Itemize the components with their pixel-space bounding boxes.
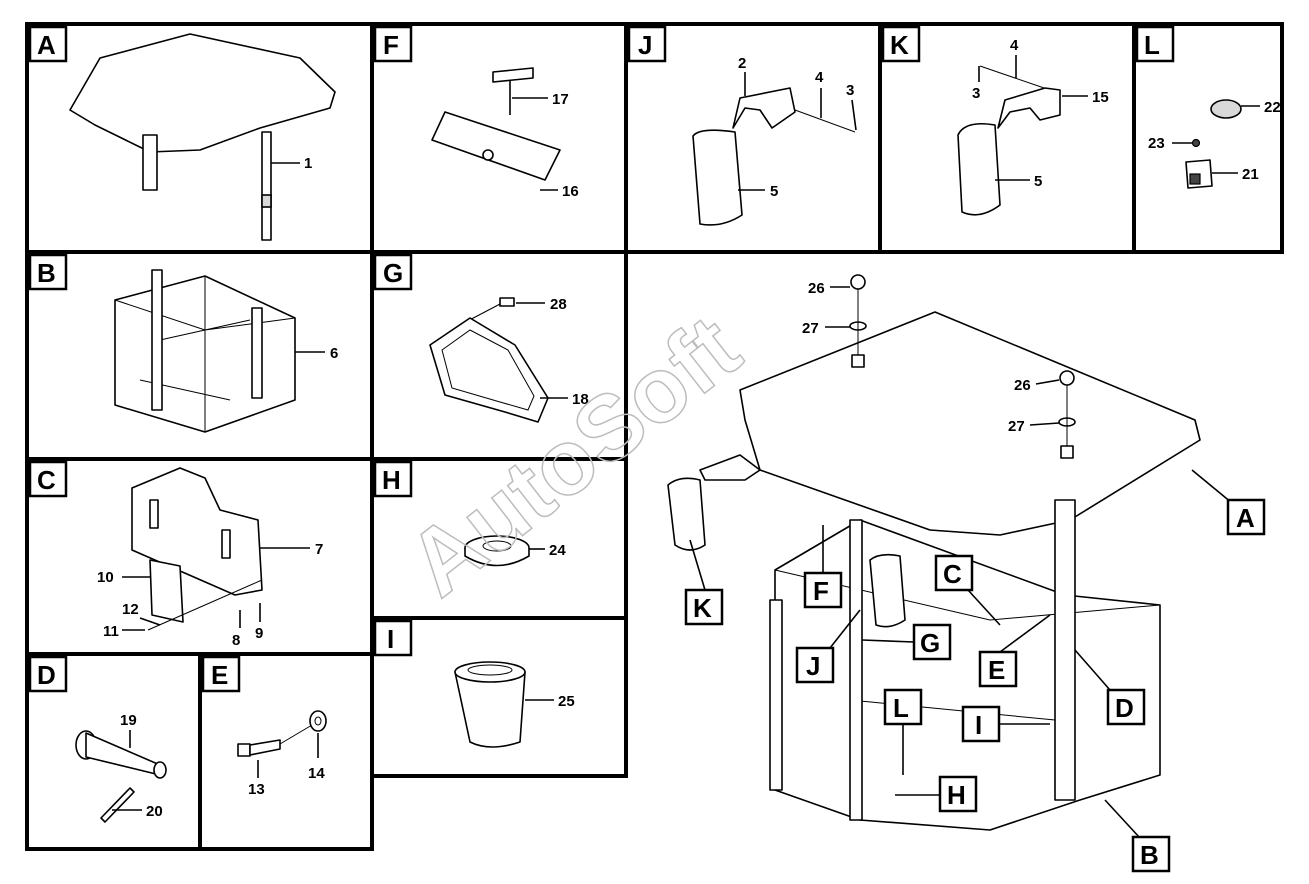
svg-text:F: F [813,576,829,606]
part-label-24: 24 [549,542,566,559]
svg-text:G: G [920,628,940,658]
callout-a: A [1191,469,1266,536]
part-label-13: 13 [248,781,265,798]
panel-j-letter: J [638,30,652,60]
part-label-3-k: 3 [972,85,980,102]
part-label-21: 21 [1242,166,1259,183]
panel-g: G 28 18 [373,253,589,423]
panel-frames [25,22,1284,851]
part-label-5: 5 [770,183,778,200]
panel-g-letter: G [383,258,403,288]
part-label-25: 25 [558,693,575,710]
panel-i: I 25 [373,619,575,748]
panel-c: C 7 10 12 11 8 9 [28,460,323,649]
panel-k: K 4 3 15 5 [881,25,1109,216]
part-label-14: 14 [308,765,325,782]
svg-text:C: C [943,559,962,589]
callout-e: E [978,614,1051,688]
part-label-10: 10 [97,569,114,586]
panel-f-letter: F [383,30,399,60]
part-label-23: 23 [1148,135,1165,152]
part-label-22: 22 [1264,99,1281,116]
part-label-12: 12 [122,601,139,618]
part-label-2: 2 [738,55,746,72]
callout-l: L [883,688,923,775]
callout-b: B [1104,799,1171,873]
part-label-17: 17 [552,91,569,108]
svg-text:D: D [1115,693,1134,723]
panel-k-letter: K [890,30,909,60]
callout-g: G [861,623,952,661]
panel-i-letter: I [387,624,394,654]
part-label-11: 11 [103,623,119,640]
panel-j: J 2 4 3 5 [627,25,857,226]
svg-text:B: B [1140,840,1159,870]
callout-h: H [895,775,978,813]
callout-f: F [803,525,843,609]
part-label-18: 18 [572,391,589,408]
part-label-7: 7 [315,541,323,558]
svg-text:H: H [947,780,966,810]
part-label-19: 19 [120,712,137,729]
svg-text:E: E [988,655,1005,685]
part-label-8: 8 [232,632,240,649]
callout-d: D [1074,649,1146,726]
panel-b-letter: B [37,258,56,288]
svg-text:K: K [693,593,712,623]
callout-j: J [795,609,861,684]
svg-text:A: A [1236,503,1255,533]
main-label-26-right: 26 [1014,377,1031,394]
part-label-4: 4 [815,69,824,86]
panel-a-letter: A [37,30,56,60]
part-label-3: 3 [846,82,854,99]
part-label-5-k: 5 [1034,173,1042,190]
svg-text:J: J [806,651,820,681]
panel-a: A 1 [28,25,336,241]
svg-text:I: I [975,710,982,740]
panel-d-letter: D [37,660,56,690]
panel-h-letter: H [382,465,401,495]
panel-l-letter: L [1144,30,1160,60]
panel-e: E 13 14 [201,655,327,798]
part-label-28: 28 [550,296,567,313]
panel-b: B 6 [28,253,338,433]
part-label-16: 16 [562,183,579,200]
panel-f: F 17 16 [373,25,579,200]
part-label-15: 15 [1092,89,1109,106]
part-label-1: 1 [304,155,312,172]
main-label-26-top: 26 [808,280,825,297]
part-label-4-k: 4 [1010,37,1019,54]
panel-c-letter: C [37,465,56,495]
part-label-6: 6 [330,345,338,362]
panel-l: L 22 23 21 [1135,25,1281,189]
panel-e-letter: E [211,660,228,690]
callout-k: K [684,539,724,626]
main-label-27-right: 27 [1008,418,1025,435]
callout-i: I [961,705,1050,743]
main-label-27-top: 27 [802,320,819,337]
callout-c: C [934,554,1001,626]
main-assembly-view: 26 27 26 27 A K F C [667,274,1266,873]
panel-h: H 24 [373,460,566,567]
part-label-20: 20 [146,803,163,820]
panel-d: D 19 20 [28,655,167,823]
part-label-9: 9 [255,625,263,642]
svg-text:L: L [893,693,909,723]
